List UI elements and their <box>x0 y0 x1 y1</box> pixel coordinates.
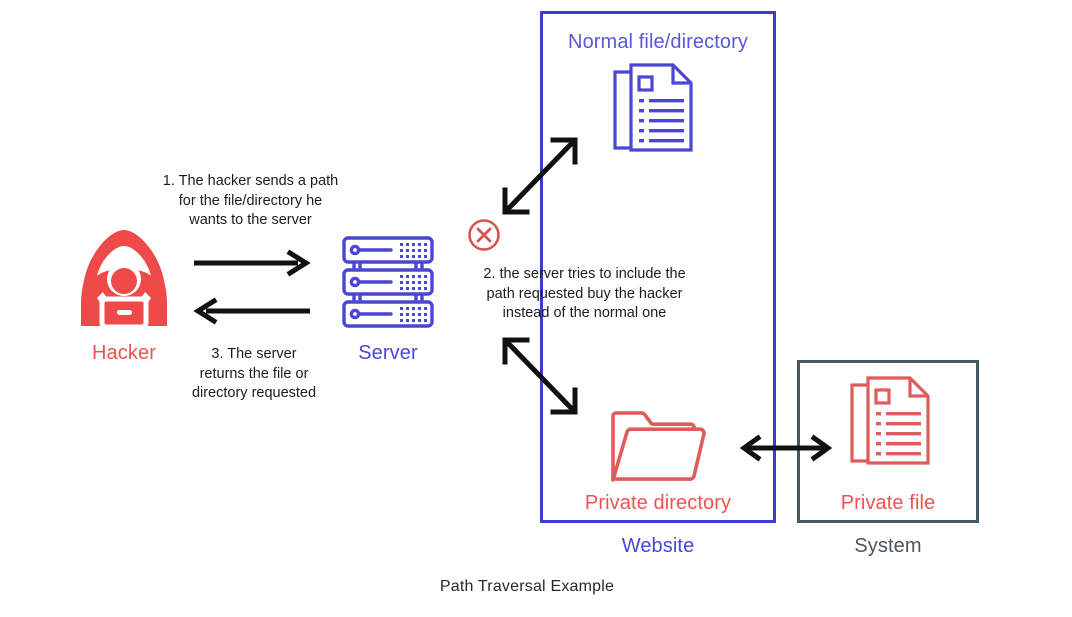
double-arrow-diagonal-up-icon <box>497 132 583 220</box>
circle-x-blocked-icon <box>467 218 501 252</box>
double-arrow-diagonal-down-icon <box>497 332 583 420</box>
website-label: Website <box>621 535 695 557</box>
website-boundary-box <box>540 11 776 523</box>
system-boundary-box <box>797 360 979 523</box>
private-directory-label: Private directory <box>584 492 732 514</box>
documents-stack-icon <box>612 62 694 156</box>
arrow-left-icon <box>193 297 310 325</box>
arrow-right-icon <box>194 249 311 277</box>
hacker-hooded-figure-icon <box>77 228 171 330</box>
server-rack-icon <box>342 236 434 328</box>
double-arrow-horizontal-icon <box>739 434 833 462</box>
hacker-label: Hacker <box>92 342 156 364</box>
documents-stack-icon <box>849 375 931 469</box>
open-folder-icon <box>608 408 708 486</box>
step-2-note: 2. the server tries to include the path … <box>483 266 686 321</box>
system-label: System <box>854 535 922 557</box>
normal-file-directory-label: Normal file/directory <box>568 31 748 53</box>
private-file-label: Private file <box>840 492 936 514</box>
diagram-caption: Path Traversal Example <box>439 578 615 595</box>
server-label: Server <box>358 342 418 364</box>
step-3-note: 3. The server returns the file or direct… <box>191 346 317 401</box>
step-1-note: 1. The hacker sends a path for the file/… <box>162 173 339 228</box>
